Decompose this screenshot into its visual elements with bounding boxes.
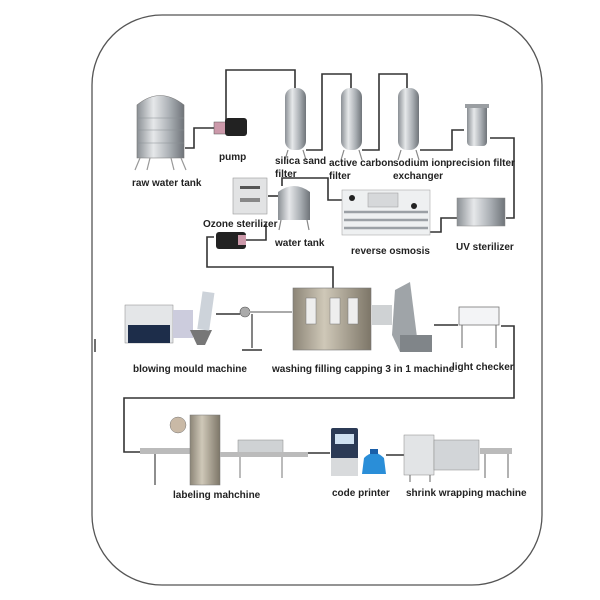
reverse-osmosis-image: [341, 189, 431, 236]
water-bottle-image: [362, 449, 386, 474]
pipe-pump-to-filler: [206, 236, 334, 288]
pipe-ro-to-water-tank: [281, 177, 342, 201]
label-labeling-machine: labeling mahchine: [173, 490, 261, 501]
ozone-sterilizer-image: [232, 177, 268, 215]
label-active-carbon-filter-line2: filter: [329, 171, 351, 182]
label-reverse-osmosis: reverse osmosis: [351, 246, 430, 257]
code-printer-image: [331, 428, 358, 476]
water-tank-image: [278, 186, 310, 231]
pipe-carbon-to-sodium: [362, 73, 408, 151]
label-active-carbon-filter-line1: active carbon: [329, 158, 393, 169]
light-checker-image: [458, 306, 500, 348]
label-shrink-wrapping-machine: shrink wrapping machine: [406, 488, 527, 499]
shrink-wrapping-machine-image: [403, 434, 512, 482]
precision-filter-image: [465, 104, 489, 146]
label-light-checker: light checker: [452, 362, 514, 373]
pump-image: [213, 118, 247, 136]
diagram-frame: [91, 14, 543, 586]
label-pump: pump: [219, 152, 246, 163]
silica-sand-filter-image: [284, 88, 307, 161]
label-washing-filling-capping: washing filling capping 3 in 1 machine: [271, 364, 455, 375]
blowing-mould-machine-image: [124, 291, 215, 345]
pipe-checker-to-labeling: [123, 325, 515, 453]
washing-filling-capping-machine-image: [292, 282, 432, 352]
label-ozone-sterilizer: Ozone sterilizer: [203, 219, 278, 230]
label-raw-water-tank: raw water tank: [132, 178, 202, 189]
pipe-uv-to-ro: [430, 217, 457, 233]
pipe-silica-to-carbon: [306, 73, 352, 151]
label-sodium-ion-exchanger-line2: exchanger: [393, 171, 443, 182]
pump-2-image: [216, 232, 246, 249]
pipe-pump-to-silica: [225, 69, 296, 122]
pipe-precision-to-uv: [490, 137, 515, 219]
label-code-printer: code printer: [332, 488, 390, 499]
sodium-ion-exchanger-image: [397, 88, 420, 161]
labeling-machine-image: [140, 414, 308, 486]
label-silica-sand-filter-line1: silica sand: [275, 156, 326, 167]
label-precision-filter: precision filter: [446, 158, 515, 169]
pipes: [123, 69, 515, 456]
label-water-tank: water tank: [274, 238, 325, 249]
label-blowing-mould-machine: blowing mould machine: [133, 364, 247, 375]
active-carbon-filter-image: [340, 88, 363, 161]
pipe-water-tank-to-pump: [246, 224, 267, 241]
label-silica-sand-filter-line2: filter: [275, 169, 297, 180]
raw-water-tank-image: [134, 95, 187, 171]
label-sodium-ion-exchanger-line1: sodium ion: [393, 158, 446, 169]
pipe-sodium-to-precision: [420, 129, 464, 151]
pipe-raw-tank-to-pump: [185, 127, 215, 149]
label-uv-sterilizer: UV sterilizer: [456, 242, 514, 253]
uv-sterilizer-image: [456, 197, 506, 227]
conveyor-image: [239, 306, 292, 351]
